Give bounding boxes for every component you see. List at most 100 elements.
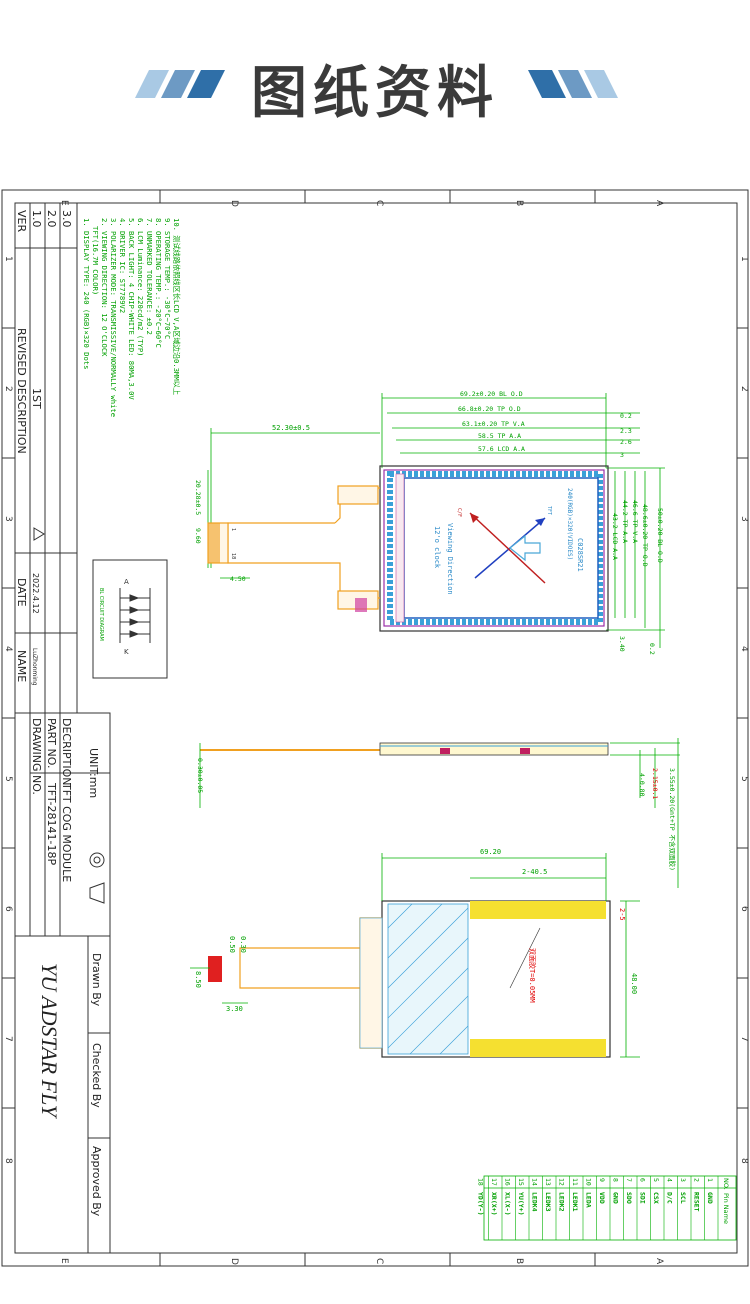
dim-bl-od: 69.2±0.20 BL O.D — [460, 390, 523, 398]
note-line: 4. DRIVER IC: ST7789V2 — [118, 218, 127, 313]
rev-ver: 1.0 — [30, 210, 43, 228]
pin-name: SDI — [639, 1192, 647, 1204]
pin-number: 10 — [585, 1178, 593, 1186]
zone-row-label: 7 — [3, 1036, 13, 1042]
pin-table: 1GND2RESET3SCL4D/C5CSX6SDI7SDO8GND9VDD10… — [477, 1175, 737, 1241]
cathode-label: K — [124, 648, 129, 656]
dim-bottom: 3.40 — [618, 636, 626, 652]
pin-name: VDD — [598, 1192, 606, 1204]
front-view: 69.2±0.20 BL O.D 66.8±0.20 TP O.D 63.1±0… — [194, 390, 665, 655]
fpc-contacts — [208, 523, 220, 563]
dim-edge: 0.2 — [620, 412, 632, 420]
company-name: YU ADSTAR FLY — [37, 963, 62, 1120]
active-area — [403, 477, 599, 619]
pin-name: SCL — [679, 1192, 687, 1204]
note-line: 5. BACK LIGHT: 4 CHIP-WHITE LED: 80MA,3.… — [127, 218, 136, 400]
zone-col-label: C — [374, 1258, 384, 1264]
tape-bottom — [470, 1039, 606, 1057]
dim-lcd-aa: 57.6 LCD A.A — [478, 445, 525, 453]
rev-header-name: NAME — [15, 650, 28, 682]
pin-number: 4 — [666, 1178, 674, 1182]
back-view: 69.20 2-40.5 2-5 48.00 双面胶T=0.05MM 0.30 … — [190, 848, 640, 1058]
dim-tp-aa: 58.5 TP A.A — [478, 432, 521, 440]
zone-col-label: C — [374, 200, 384, 206]
pin-number: 8 — [612, 1178, 620, 1182]
pin-name: GND — [612, 1192, 620, 1204]
part-label: PART NO. — [45, 718, 58, 768]
dim-side-fpc: 0.30±0.05 — [196, 758, 204, 793]
note-line: 7. UNMARKED TOLERANCE: ±0.2 — [145, 218, 154, 335]
revision-text: VER REVISED DESCRIPTION DATE NAME 1.0 1S… — [15, 210, 73, 686]
zone-col-label: B — [514, 1258, 524, 1264]
zone-col-label: D — [229, 1258, 239, 1265]
zone-row-label: 2 — [739, 386, 749, 392]
approved-by-label: Approved By — [90, 1146, 103, 1217]
dim-fpc-length: 52.30±0.5 — [272, 424, 310, 432]
fpc-bond-area — [395, 473, 405, 623]
rev-name: LuZhonming — [31, 648, 38, 686]
page-title: 图纸资料 — [251, 61, 499, 126]
decor-stripes-right-icon — [528, 70, 618, 98]
dim-fpc-tab: 4.50 — [230, 575, 246, 583]
zone-col-label: A — [654, 1258, 664, 1265]
projection-symbol-icon — [89, 852, 105, 904]
pin-name: LEDA — [585, 1192, 593, 1208]
anode-label: A — [124, 578, 129, 586]
revision-table — [14, 202, 78, 714]
pin-number: 6 — [639, 1178, 647, 1182]
pin-number: 2 — [693, 1178, 701, 1182]
technical-drawing: E D C B A E D C B A 1 2 3 4 5 6 7 8 1 2 … — [1, 189, 749, 1267]
spec-notes: 1. DISPLAY TYPE: 240 (RGB)×320 Dots TFT(… — [82, 218, 181, 417]
lcd-viewing: Viewing Direction — [446, 523, 454, 595]
dim-fpc-width: 9.60 — [194, 528, 202, 544]
dim-fpc-b: 0.50 — [228, 936, 236, 953]
zone-col-label: E — [59, 1258, 69, 1264]
decor-stripes-left-icon — [135, 70, 225, 98]
side-view: 3.55±0.20(Gnt+TP 不含双面胶) 2.15±0.1 4-0.80 … — [196, 738, 680, 888]
pin-number: 15 — [517, 1178, 525, 1186]
dim-tp-va-v: 46.6 TP V.A — [631, 500, 639, 543]
zone-row-label: 6 — [739, 906, 749, 912]
dim-edge: 2.3 — [620, 427, 632, 435]
dim-back-width: 69.20 — [480, 848, 501, 856]
dim-bl-od-v: 50±0.20 BL O.D — [656, 508, 664, 563]
pin-name: D/C — [666, 1192, 674, 1204]
pin-name: XL(X-) — [504, 1192, 512, 1215]
dim-tape: 2-40.5 — [522, 868, 547, 876]
pin-name: YU(Y+) — [517, 1192, 525, 1215]
zone-row-label: 7 — [739, 1036, 749, 1042]
zone-row-label: 8 — [3, 1158, 13, 1164]
pin-number: 7 — [625, 1178, 633, 1182]
zone-numbers: 1 2 3 4 5 6 7 8 1 2 3 4 5 6 7 8 — [3, 256, 749, 1164]
note-line: 2. VIEWING DIRECTION: 12 O'CLOCK — [100, 218, 109, 357]
note-line: TFT(16.7M COLOR) — [91, 226, 100, 295]
pin-name: SDO — [625, 1192, 633, 1204]
pin-number: 18 — [477, 1178, 485, 1186]
pin-name: XR(X+) — [490, 1192, 498, 1215]
page-header: 图纸资料 — [0, 0, 750, 170]
tft-label: TFT — [546, 506, 552, 515]
unit-label: UNIT:mm — [87, 748, 100, 798]
sheet-frame-inner — [14, 202, 738, 1254]
dim-lcd-aa-v: 43.2 LCD A.A — [611, 513, 619, 560]
dim-edge: 3 — [620, 451, 624, 459]
pin-name: LEDK2 — [558, 1192, 566, 1212]
note-line: 8. OPERATING TEMP.: -20°C~60°C — [154, 218, 163, 348]
dim-side-b: 4-0.80 — [638, 773, 646, 797]
zone-col-label: D — [229, 200, 239, 207]
zone-row-label: 8 — [739, 1158, 749, 1164]
zone-row-label: 3 — [739, 516, 749, 522]
zone-row-label: 5 — [739, 776, 749, 782]
dim-side-total: 3.55±0.20(Gnt+TP 不含双面胶) — [668, 768, 677, 871]
drawing-label: DRAWING NO. — [30, 718, 43, 795]
zone-row-label: 3 — [3, 516, 13, 522]
bl-circuit-diagram: A K BL CIRCUIT DIAGRAM — [92, 559, 168, 679]
dim-edge: 2.6 — [620, 438, 632, 446]
zone-row-label: 4 — [3, 646, 13, 652]
pin-header-name: Pin Name — [722, 1193, 730, 1224]
dim-stiffener: 8.50 — [194, 971, 202, 988]
dim-tape-edge: 2-5 — [618, 908, 626, 921]
note-line: 1. DISPLAY TYPE: 240 (RGB)×320 Dots — [82, 218, 91, 369]
zone-letters-top: E D C B A E D C B A — [59, 200, 664, 1265]
fpc-connector — [355, 598, 367, 612]
